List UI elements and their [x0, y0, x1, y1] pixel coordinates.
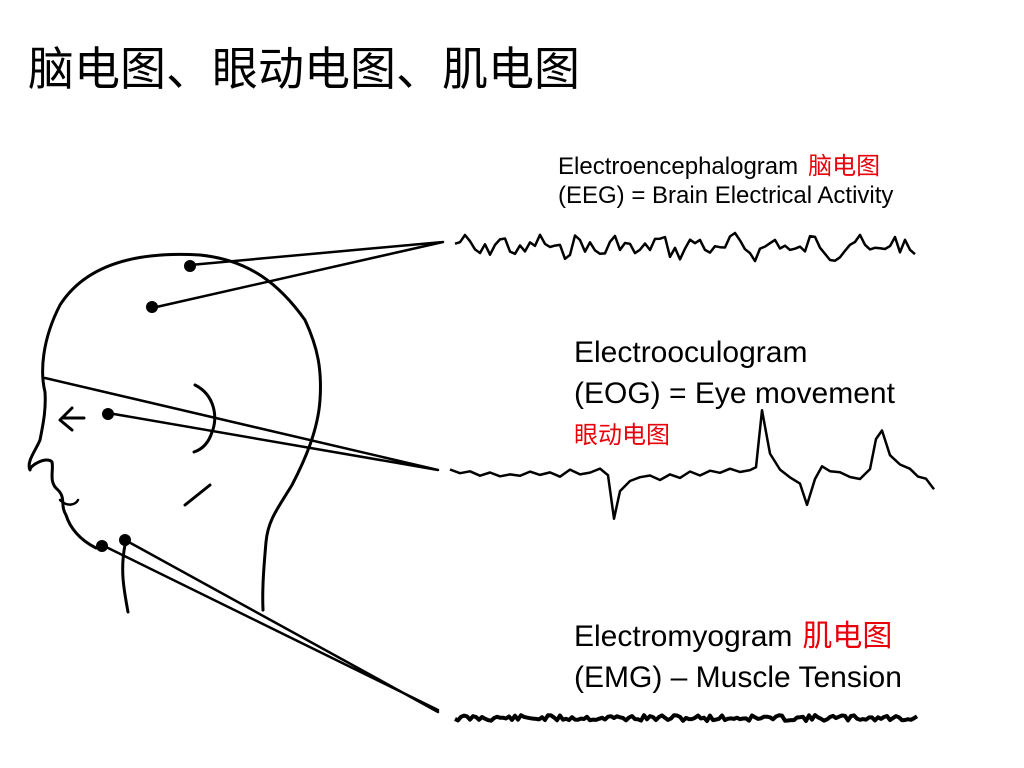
eog-description: (EOG) = Eye movement — [574, 376, 895, 410]
emg-waveform — [454, 713, 919, 723]
eog-label: Electrooculogram (EOG) = Eye movement 眼动… — [574, 333, 895, 455]
emg-electrode — [119, 534, 131, 546]
emg-label: Electromyogram 肌电图 (EMG) – Muscle Tension — [574, 617, 902, 698]
eeg-label: Electroencephalogram 脑电图 (EEG) = Brain El… — [558, 152, 893, 211]
eeg-wire — [150, 240, 445, 310]
emg-chinese-name: 肌电图 — [802, 619, 893, 654]
page-title: 脑电图、眼动电图、肌电图 — [28, 42, 580, 96]
emg-name: Electromyogram — [574, 620, 793, 653]
head-outline — [27, 252, 322, 614]
emg-wire — [100, 538, 440, 714]
emg-description: (EMG) – Muscle Tension — [574, 660, 902, 694]
eog-electrode — [102, 408, 114, 420]
eeg-name: Electroencephalogram — [558, 153, 799, 180]
ear — [192, 383, 217, 454]
eye-mark — [58, 406, 86, 432]
mouth — [58, 498, 80, 506]
eeg-electrode — [184, 260, 196, 272]
eeg-chinese-name: 脑电图 — [808, 152, 881, 180]
jaw-line — [183, 483, 212, 507]
eeg-waveform — [454, 231, 916, 263]
emg-electrode — [96, 540, 108, 552]
eog-name: Electrooculogram — [574, 336, 808, 369]
eog-waveform — [449, 408, 935, 520]
eeg-description: (EEG) = Brain Electrical Activity — [558, 181, 894, 209]
eeg-electrode — [146, 301, 158, 313]
eog-wire — [43, 376, 440, 472]
eog-chinese-name: 眼动电图 — [574, 421, 670, 449]
